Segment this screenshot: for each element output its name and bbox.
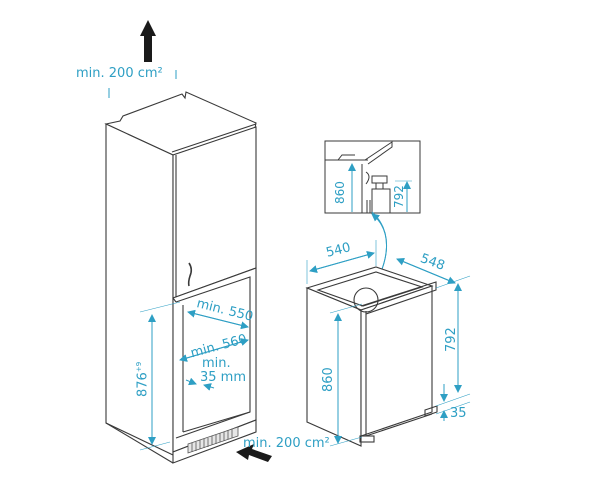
top-vent-label: min. 200 cm² — [76, 66, 163, 81]
appliance-height-label: 860 — [321, 367, 336, 392]
min-gap-label-line1: min. — [202, 356, 231, 371]
appliance-dimensions — [306, 240, 471, 447]
inset-height-a-label: 860 — [333, 181, 347, 204]
inset-height-b-label: 792 — [392, 185, 406, 208]
niche-height-label: 876+9 — [135, 361, 151, 397]
detail-inset — [324, 140, 421, 214]
plinth-vent-grille — [187, 426, 239, 454]
min-gap-label-line2: 35 mm — [200, 370, 247, 385]
arrow-up-icon — [140, 20, 156, 62]
arrow-in-icon — [236, 444, 272, 462]
appliance-base-label: 35 — [450, 406, 467, 421]
cabinet-dimensions — [108, 70, 249, 451]
bottom-vent-label: min. 200 cm² — [243, 436, 330, 451]
appliance-body — [305, 266, 438, 447]
niche-height-value: 876 — [135, 372, 151, 397]
tall-cabinet — [104, 91, 257, 464]
niche-height-tolerance: +9 — [135, 361, 143, 373]
appliance-door-height-label: 792 — [444, 327, 459, 352]
